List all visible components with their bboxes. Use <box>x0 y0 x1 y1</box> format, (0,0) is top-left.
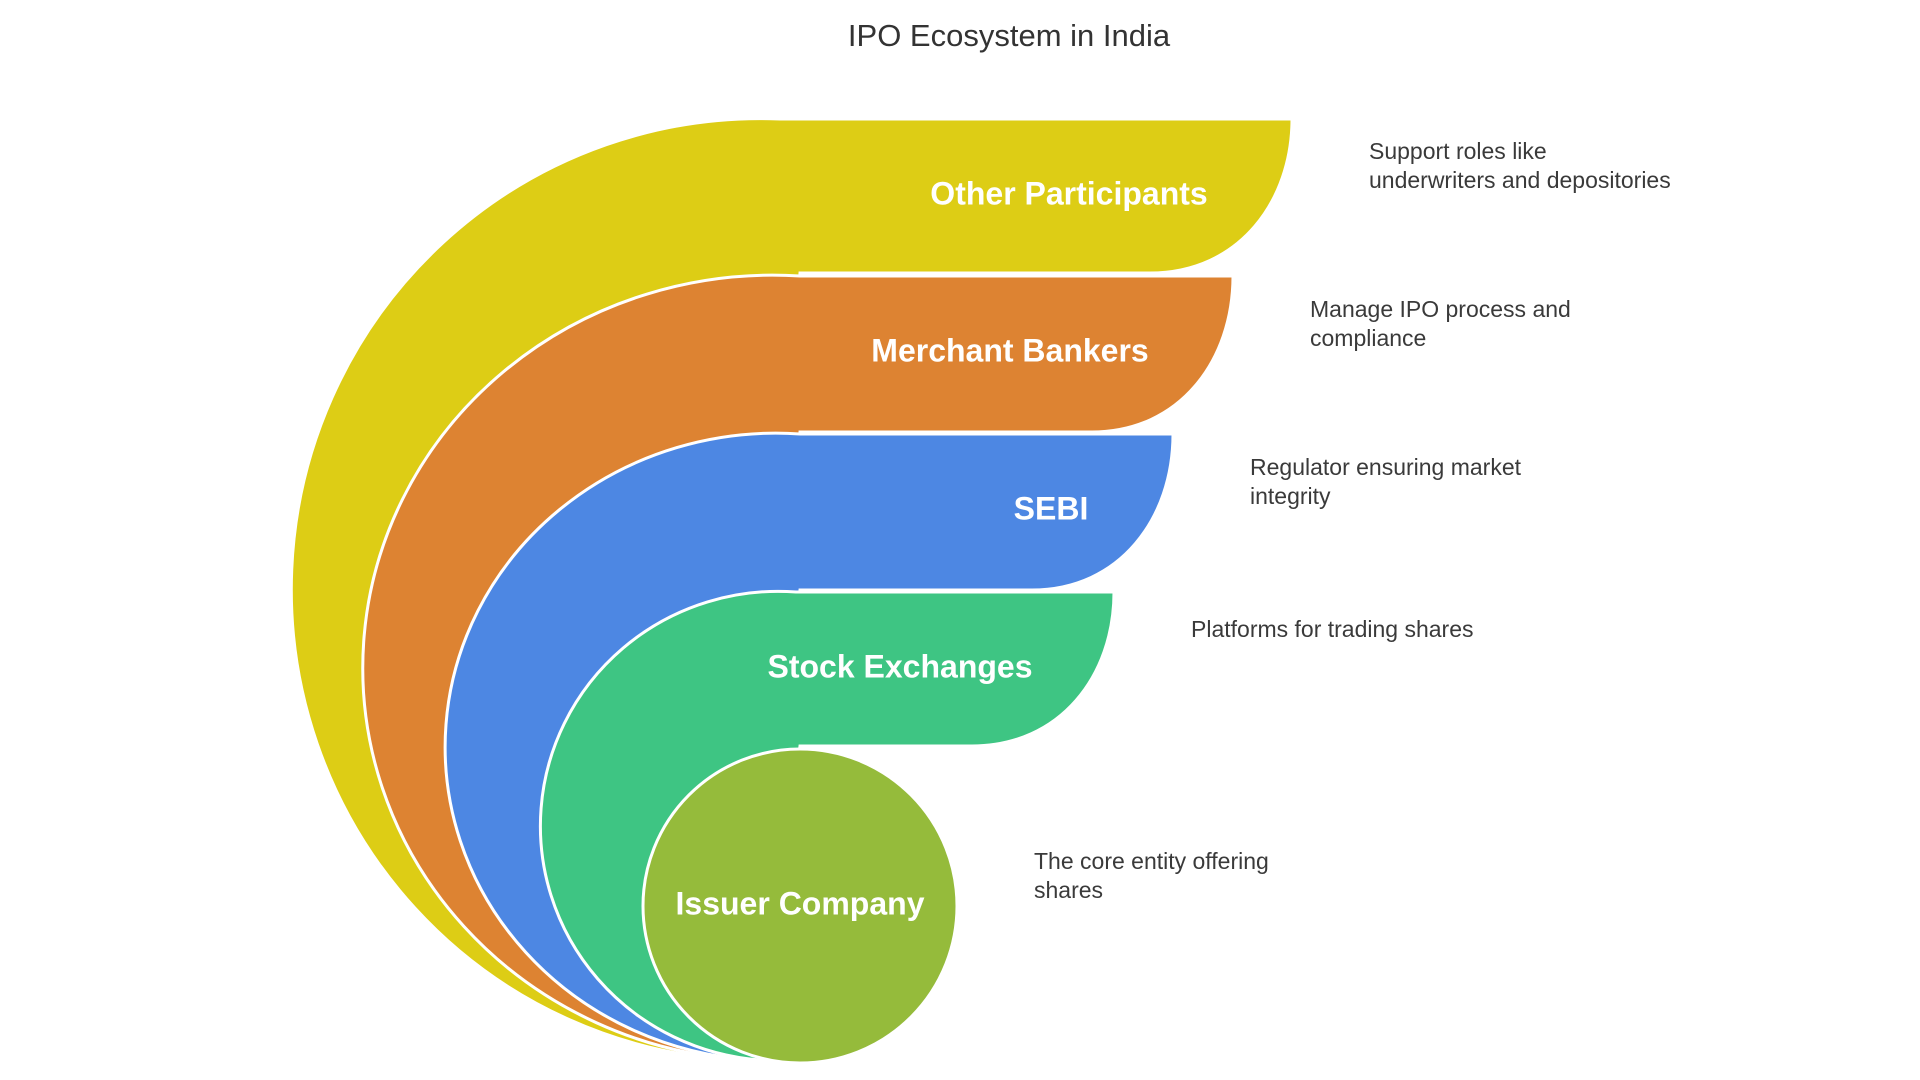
label-sebi: SEBI <box>1014 490 1089 526</box>
description-stock-exchanges: Platforms for trading shares <box>1191 616 1474 642</box>
label-merchant-bankers: Merchant Bankers <box>871 332 1148 368</box>
description-other-participants: Support roles like underwriters and depo… <box>1369 138 1671 193</box>
diagram-title: IPO Ecosystem in India <box>847 18 1171 53</box>
label-stock-exchanges: Stock Exchanges <box>768 648 1033 684</box>
label-other-participants: Other Participants <box>930 175 1207 211</box>
description-issuer-company: The core entity offering shares <box>1034 848 1269 903</box>
description-sebi: Regulator ensuring market integrity <box>1250 454 1522 509</box>
label-issuer-company: Issuer Company <box>676 885 925 921</box>
layer-issuer-company <box>641 747 959 1065</box>
description-merchant-bankers: Manage IPO process and compliance <box>1310 296 1571 351</box>
